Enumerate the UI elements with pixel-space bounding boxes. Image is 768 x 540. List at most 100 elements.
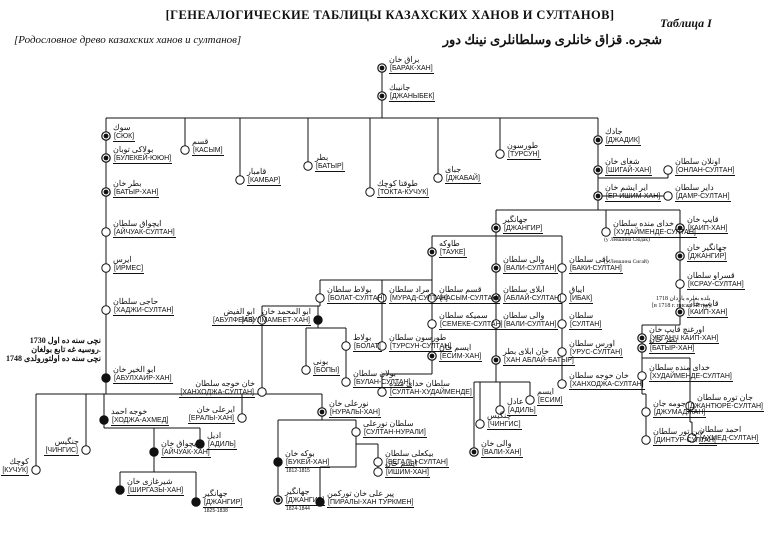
open-circle-icon <box>377 387 387 397</box>
node-arabic-label: شغای خان <box>605 157 640 166</box>
node-cyrillic-label: [ДЖАБАЙ] <box>445 175 481 184</box>
node-core <box>639 335 645 341</box>
open-circle-icon <box>475 419 485 429</box>
open-circle-icon <box>237 413 247 423</box>
node-arabic-label: ابو المحمد خان <box>261 307 311 316</box>
node-barak <box>377 63 387 73</box>
node-vali1 <box>491 263 501 273</box>
open-circle-icon <box>495 149 505 159</box>
node-cyrillic-label: [ЧИНГИС] <box>44 447 79 456</box>
node-arabic-label: طورسون سلطان <box>389 333 447 342</box>
node-core <box>493 225 499 231</box>
node-cyrillic-label: [ТАУКЕ] <box>439 249 467 258</box>
node-murad <box>377 293 387 303</box>
node-cyrillic-label: [ХАДЖИ-СУЛТАН] <box>113 307 175 316</box>
node-core <box>677 225 683 231</box>
table-label: Таблица I <box>660 16 712 30</box>
node-cyrillic-label: [БАРАК-ХАН] <box>389 65 434 74</box>
node-arabic-label: ایسم <box>537 387 554 396</box>
node-cyrillic-label: [ЕР ИШИМ-ХАН] <box>605 193 662 202</box>
node-cyrillic-label: [СЮК] <box>113 133 136 142</box>
open-circle-icon <box>427 319 437 329</box>
node-hudaimende1 <box>601 227 611 237</box>
node-cyrillic-label: [ХАНХОДЖА-СУЛТАН] <box>179 389 255 398</box>
open-circle-icon <box>687 433 697 443</box>
node-cyrillic-label: [ДЖУМАДЖАН] <box>653 409 707 418</box>
node-reign-dates: 1812-1815 <box>286 468 310 474</box>
open-circle-icon <box>641 407 651 417</box>
node-dintur <box>641 435 651 445</box>
node-cyrillic-label: [ДЖАНЫБЕК] <box>389 93 436 102</box>
node-jangir3 <box>191 497 201 507</box>
node-tursun <box>495 149 505 159</box>
open-circle-icon <box>637 371 647 381</box>
node-jangir1 <box>491 223 501 233</box>
node-cyrillic-label: [ЕСИМ-ХАН] <box>439 353 483 362</box>
node-cyrillic-label: [БОПЫ] <box>313 367 341 376</box>
node-arabic-label: دایر سلطان <box>675 183 714 192</box>
node-cyrillic-label: [ДЖАНГИР] <box>285 497 326 506</box>
open-circle-icon <box>301 365 311 375</box>
node-arabic-label: قسراو سلطان <box>687 271 735 280</box>
node-core <box>493 357 499 363</box>
open-circle-icon <box>525 395 535 405</box>
open-circle-icon <box>257 315 267 325</box>
open-circle-icon <box>427 293 437 303</box>
node-cyrillic-label: [МУРАД-СУЛТАН] <box>389 295 449 304</box>
node-arabic-label: ایچواق سلطان <box>113 219 162 228</box>
node-esim2 <box>525 395 535 405</box>
node-cyrillic-label: [АБЛАЙ-СУЛТАН] <box>503 295 563 304</box>
open-circle-icon <box>641 435 651 445</box>
node-arabic-label: قایپ خان <box>687 215 719 224</box>
node-jadik <box>593 135 603 145</box>
node-cyrillic-label: [ДЖАДИК] <box>605 137 641 146</box>
node-cyrillic-label: [ВАЛИ-СУЛТАН] <box>503 265 558 274</box>
node-piraly <box>315 497 325 507</box>
node-chingis2 <box>81 445 91 455</box>
node-cyrillic-label: [БУЛЕКЕЙ-ЮЮН] <box>113 155 173 164</box>
node-cyrillic-label: [БЕГАЛЫ-СУЛТАН] <box>385 459 449 468</box>
node-arabic-label: شیرغازی خان <box>127 477 173 486</box>
node-baki <box>557 263 567 273</box>
node-arabic-label: بونی <box>313 357 329 366</box>
node-cyrillic-label: [АЙЧУАК-СУЛТАН] <box>113 229 176 238</box>
node-arabic-label: جبای <box>445 165 462 174</box>
node-arabic-label: جهانگیر <box>203 489 228 498</box>
node-jangir2 <box>675 251 685 261</box>
node-cyrillic-label: [БОЛАТ] <box>353 343 382 352</box>
open-circle-icon <box>341 341 351 351</box>
node-arabic-label: احمد سلطان <box>699 425 742 434</box>
node-arabic-label: ایسم خان <box>439 343 472 352</box>
node-erishim <box>593 191 603 201</box>
subtitle-russian: [Родословное древо казахских ханов и сул… <box>14 34 242 46</box>
node-janibek <box>377 91 387 101</box>
node-arabic-label: والی سلطان <box>503 255 545 264</box>
node-arabic-label: خدای منده سلطان <box>613 219 674 228</box>
node-cyrillic-label: [ХУДАЙМЕНДЕ-СУЛТАН] <box>613 229 697 238</box>
node-vali3 <box>469 447 479 457</box>
node-arabic-label: چنگیس <box>54 437 79 446</box>
node-cyrillic-label: [АЙЧУАК-ХАН] <box>161 449 211 458</box>
node-shigai <box>593 165 603 175</box>
filled-circle-icon <box>313 315 323 325</box>
node-urganch <box>637 333 647 343</box>
node-arabic-label: جهانگیر <box>503 215 528 224</box>
open-circle-icon <box>433 173 443 183</box>
node-jabai <box>433 173 443 183</box>
node-arabic-label: اونلان سلطان <box>675 157 721 166</box>
node-arabic-label: ابلای سلطان <box>503 285 545 294</box>
node-arabic-label: سلطان خدای منده <box>389 379 450 388</box>
node-aichuakhan <box>149 447 159 457</box>
open-circle-icon <box>180 145 190 155</box>
open-circle-icon <box>341 377 351 387</box>
node-arabic-label: جان توره سلطان <box>697 393 753 402</box>
node-boni <box>301 365 311 375</box>
node-jantore <box>685 401 695 411</box>
node-arabic-label: بولاط <box>353 333 372 342</box>
node-arabic-label: خوجه احمد <box>111 407 148 416</box>
node-cyrillic-label: [ОНЛАН-СУЛТАН] <box>675 167 736 176</box>
node-core <box>677 309 683 315</box>
node-arabic-label: نورعلی خان <box>329 399 369 408</box>
open-circle-icon <box>685 401 695 411</box>
node-cyrillic-label: [БУЛАН-СУЛТАН] <box>353 379 412 388</box>
